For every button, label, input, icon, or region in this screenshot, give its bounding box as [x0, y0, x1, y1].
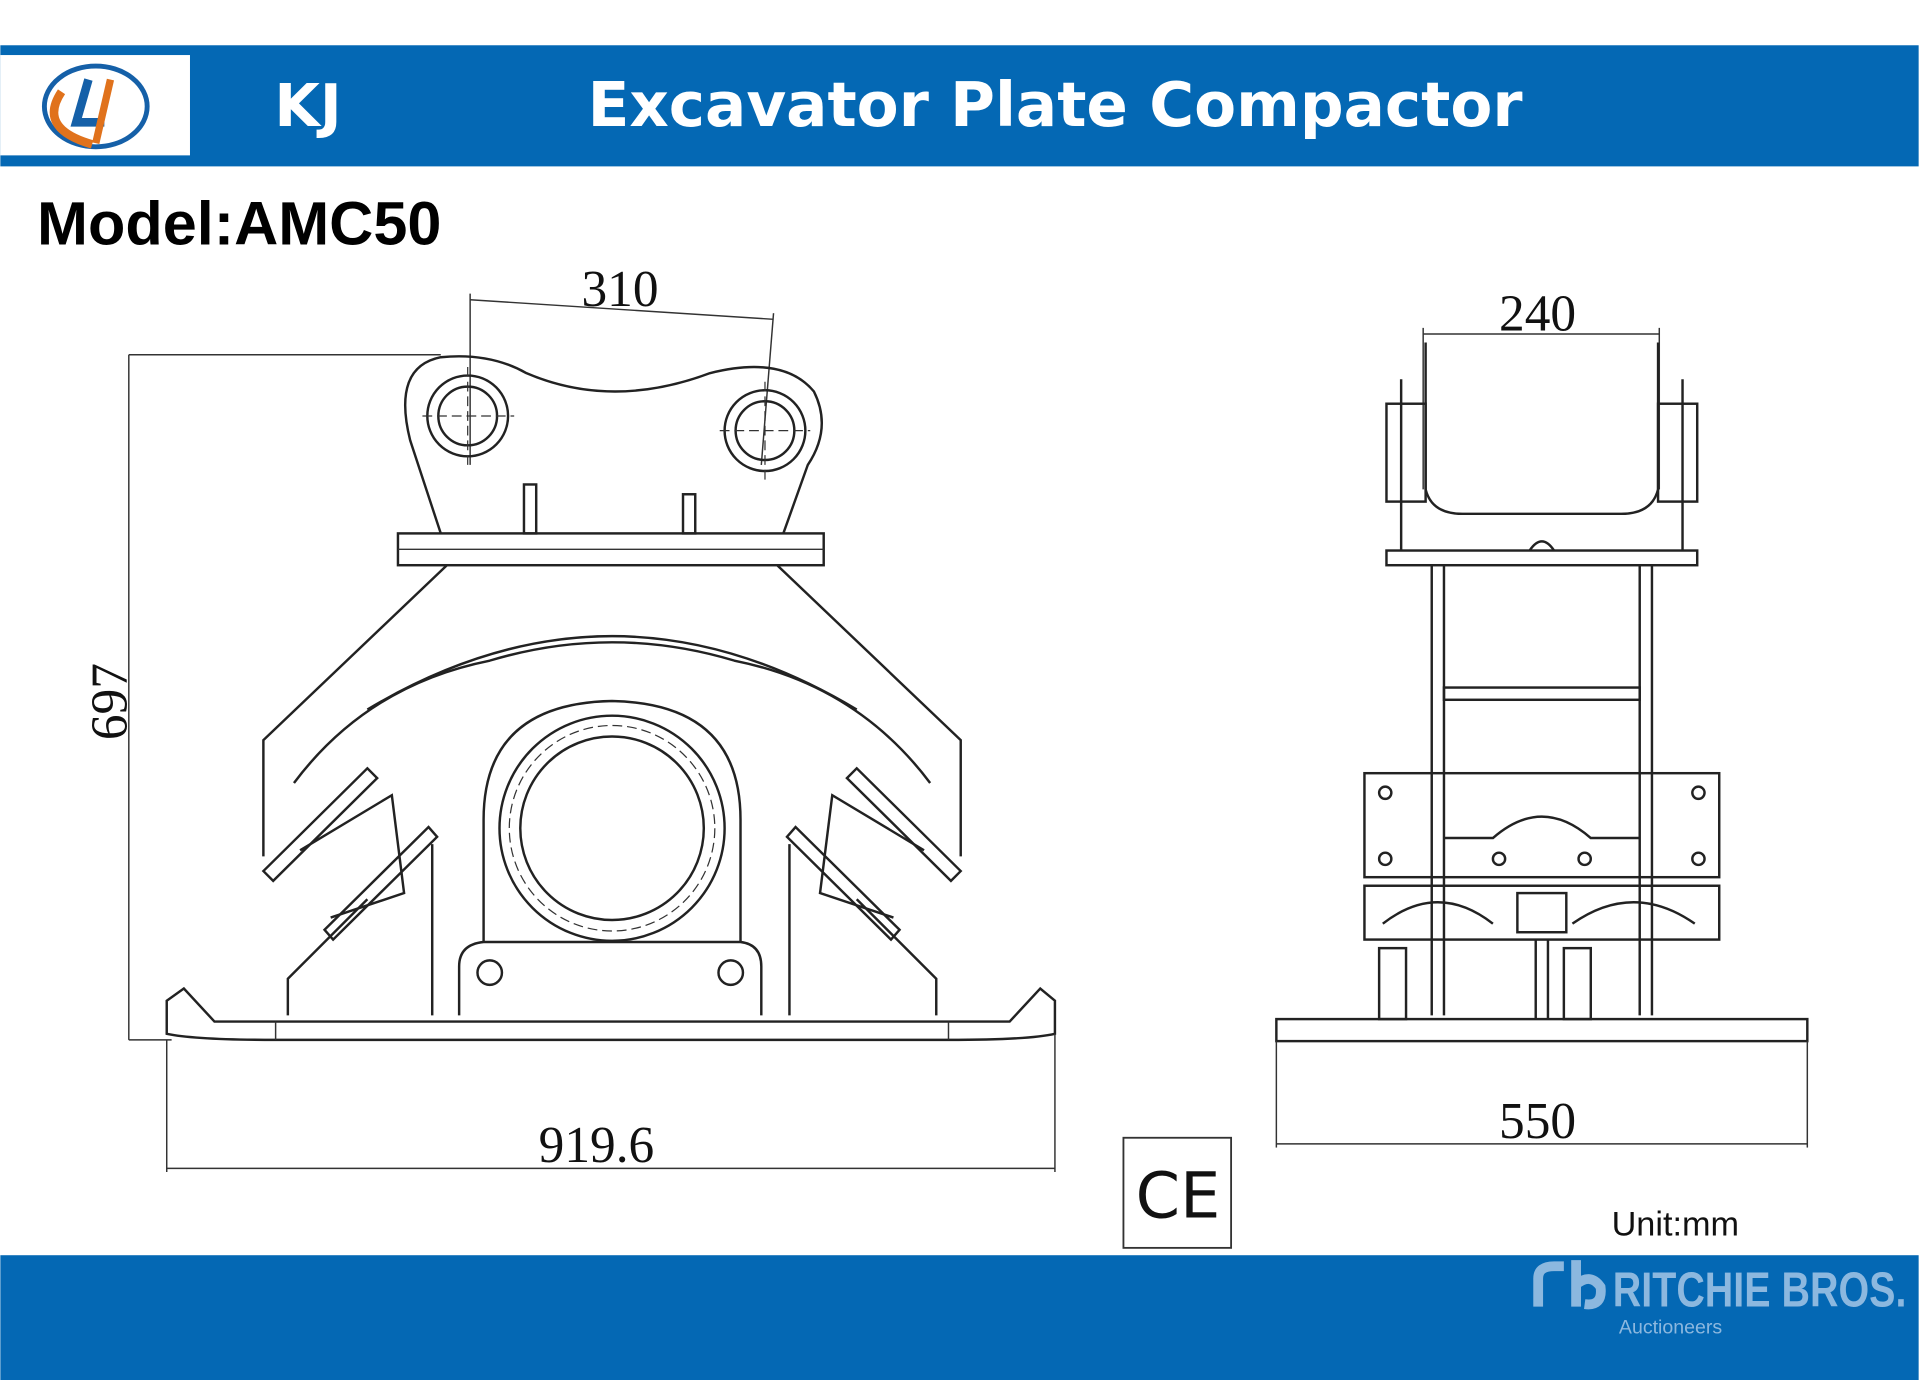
kj-logo-icon [41, 63, 150, 150]
header-band [0, 45, 1919, 167]
dim-height: 697 [81, 663, 138, 740]
dim-top-width: 240 [1499, 285, 1576, 342]
model-label: Model:AMC50 [37, 190, 441, 258]
footer-band [0, 1255, 1919, 1380]
footer-logo-sub: Auctioneers [1619, 1317, 1723, 1339]
footer-logo-name: RITCHIE BROS. [1613, 1264, 1907, 1318]
ce-mark-box [1122, 1136, 1233, 1249]
page-title: Excavator Plate Compactor [588, 70, 1523, 141]
dim-pin-spacing: 310 [581, 261, 658, 318]
ce-mark-icon: CE [1136, 1159, 1221, 1233]
brand-name: KJ [274, 71, 341, 140]
front-view-drawing: 310 697 [81, 261, 1057, 1174]
ritchie-bros-logo: RITCHIE BROS. Auctioneers [1533, 1260, 1907, 1339]
dim-base-width: 550 [1499, 1093, 1576, 1150]
side-view-drawing: 240 550 [1275, 285, 1809, 1150]
dim-length: 919.6 [539, 1117, 655, 1174]
bolt-holes [1377, 785, 1706, 867]
unit-label: Unit:mm [1612, 1206, 1739, 1244]
